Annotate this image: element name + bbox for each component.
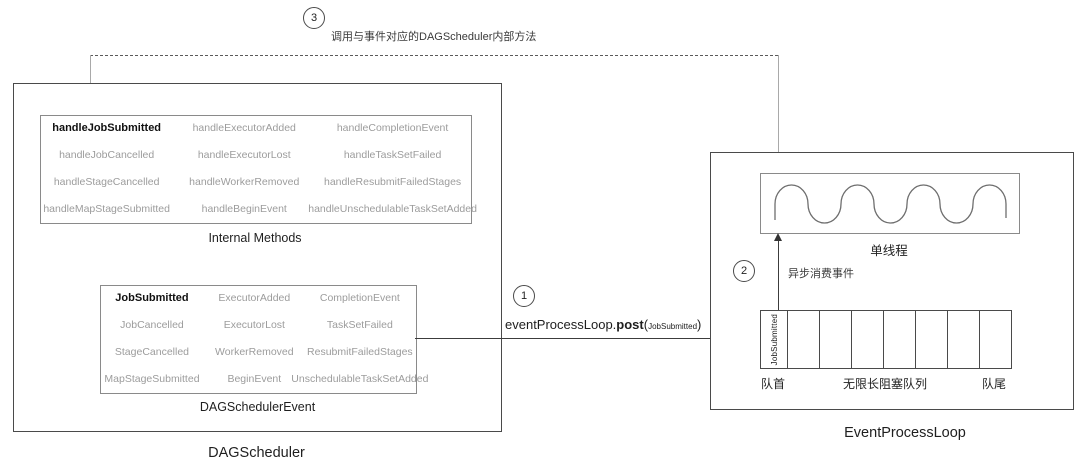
event-item: ExecutorAdded — [218, 292, 291, 305]
event-item: BeginEvent — [227, 372, 282, 385]
dag-scheduler-event-title: DAGSchedulerEvent — [199, 400, 316, 414]
post-method: post — [616, 317, 644, 332]
step-1-badge: 1 — [513, 285, 535, 307]
method-item: handleResubmitFailedStages — [324, 175, 462, 188]
event-item: UnschedulableTaskSetAdded — [291, 372, 429, 385]
method-item: handleBeginEvent — [201, 202, 287, 215]
queue-cell — [916, 311, 948, 368]
event-item: JobSubmitted — [115, 292, 189, 305]
method-item: handleJobCancelled — [59, 149, 155, 162]
queue-cell-head: JobSubmitted — [761, 311, 788, 368]
internal-methods-box — [40, 115, 472, 224]
event-process-loop-title: EventProcessLoop — [844, 425, 966, 441]
step-3-number: 3 — [310, 12, 318, 24]
post-arrow-line — [415, 338, 747, 339]
post-prefix: eventProcessLoop. — [505, 317, 617, 332]
queued-event-label: JobSubmitted — [769, 313, 779, 366]
method-item: handleMapStageSubmitted — [43, 202, 170, 215]
event-item: MapStageSubmitted — [104, 372, 200, 385]
queue-head-label: 队首 — [760, 377, 785, 391]
queue-cell — [788, 311, 820, 368]
callback-dashed-line — [90, 55, 778, 56]
arrow-up-into-thread-icon — [774, 233, 782, 241]
post-paren-close: ) — [697, 317, 702, 332]
step-2-label: 异步消费事件 — [788, 268, 854, 280]
method-item: handleWorkerRemoved — [189, 175, 300, 188]
step-2-number: 2 — [740, 265, 748, 277]
thread-title: 单线程 — [870, 244, 908, 258]
event-item: JobCancelled — [120, 319, 184, 332]
dag-scheduler-event-grid: JobSubmitted ExecutorAdded CompletionEve… — [100, 285, 428, 392]
post-arg: JobSubmitted — [648, 322, 698, 331]
dag-scheduler-event-box — [100, 285, 417, 394]
queue-cell — [852, 311, 884, 368]
thread-wave-icon — [774, 184, 1007, 224]
event-item: TaskSetFailed — [326, 319, 393, 332]
method-item: handleExecutorLost — [197, 149, 291, 162]
event-item: ResubmitFailedStages — [307, 345, 413, 358]
post-call-label: eventProcessLoop.post(JobSubmitted) — [505, 317, 701, 332]
method-item: handleJobSubmitted — [52, 122, 162, 135]
step-3-label: 调用与事件对应的DAGScheduler内部方法 — [331, 31, 537, 43]
thread-box — [760, 173, 1020, 234]
method-item: handleUnschedulableTaskSetAdded — [308, 202, 477, 215]
blocking-queue: JobSubmitted — [760, 310, 1012, 369]
consume-arrow-line — [778, 237, 779, 310]
step-3-badge: 3 — [303, 7, 325, 29]
queue-cell — [948, 311, 980, 368]
event-item: StageCancelled — [114, 345, 190, 358]
method-item: handleStageCancelled — [53, 175, 160, 188]
internal-methods-title: Internal Methods — [208, 231, 302, 245]
callback-line-right-drop — [778, 55, 779, 167]
queue-cell — [820, 311, 852, 368]
step-1-number: 1 — [520, 290, 528, 302]
internal-methods-grid: handleJobSubmitted handleExecutorAdded h… — [40, 115, 477, 222]
step-2-badge: 2 — [733, 260, 755, 282]
queue-cell — [884, 311, 916, 368]
queue-body-label: 无限长阻塞队列 — [842, 377, 927, 391]
post-paren-open: ( — [643, 317, 649, 332]
event-item: CompletionEvent — [319, 292, 400, 305]
event-item: WorkerRemoved — [215, 345, 294, 358]
queue-cell — [980, 311, 1011, 368]
method-item: handleExecutorAdded — [192, 122, 296, 135]
queue-tail-label: 队尾 — [981, 377, 1006, 391]
event-item: ExecutorLost — [223, 319, 285, 332]
dag-scheduler-title: DAGScheduler — [208, 445, 305, 461]
method-item: handleCompletionEvent — [336, 122, 449, 135]
method-item: handleTaskSetFailed — [343, 149, 442, 162]
